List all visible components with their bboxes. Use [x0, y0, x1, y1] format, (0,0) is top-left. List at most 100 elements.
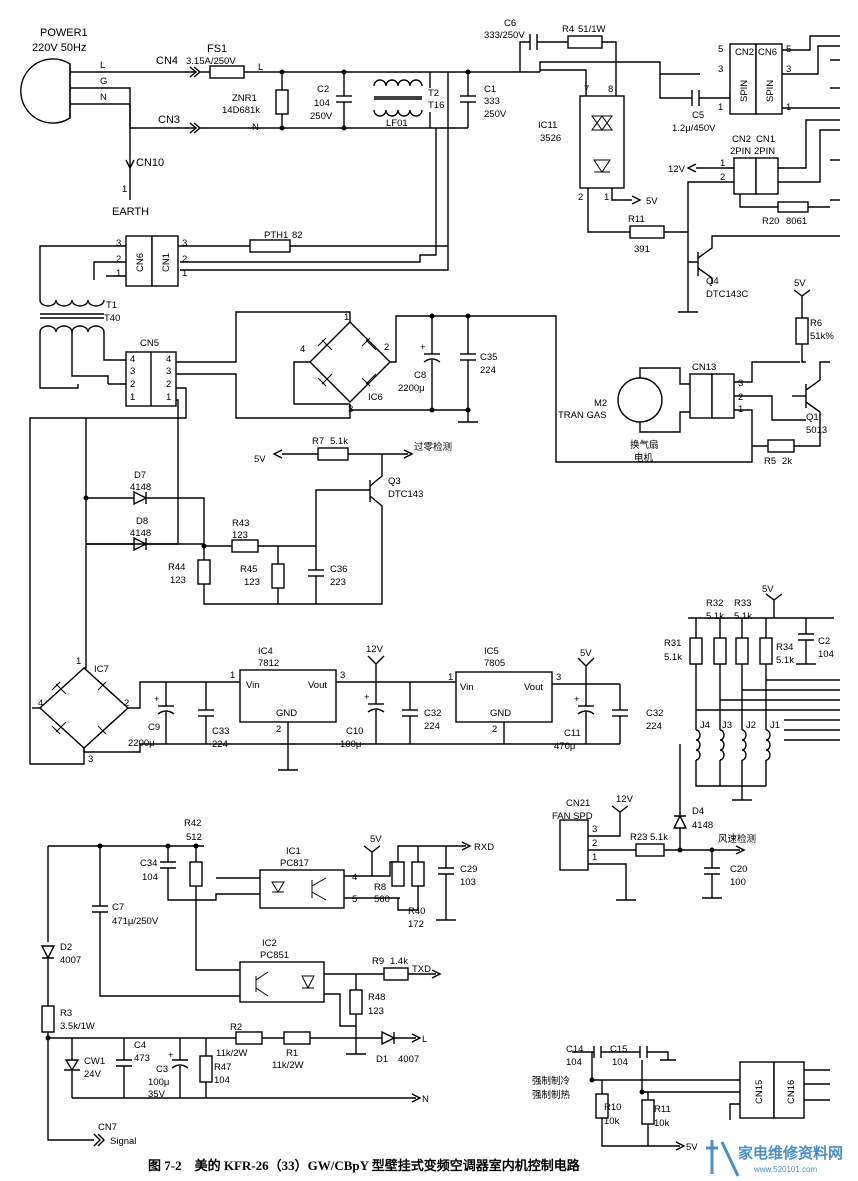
jumpers-5v: 5V [762, 584, 774, 595]
svg-text:3: 3 [718, 64, 723, 75]
cn6a-label: CN6 [758, 47, 777, 58]
r6-ref: R6 [810, 318, 822, 329]
r45-ref: R45 [240, 564, 257, 575]
r40-ref: R40 [408, 906, 425, 917]
q1-ref: Q1 [806, 412, 819, 423]
c36-ref: C36 [330, 564, 347, 575]
ic5-vin: Vin [460, 682, 474, 693]
r44-resistor [197, 559, 211, 585]
cn10-label: CN10 [136, 157, 164, 169]
svg-text:3: 3 [116, 238, 121, 249]
svg-text:2: 2 [738, 392, 743, 403]
t1-ref: T1 [106, 300, 117, 311]
net-L-label: L [258, 62, 263, 73]
c6-value: 333/250V [484, 30, 525, 41]
c32a-ref: C32 [424, 708, 441, 719]
r2-resistor [235, 1031, 263, 1045]
r23-value: 5.1k [650, 832, 668, 843]
c1-value: 333 [484, 96, 500, 107]
svg-text:4: 4 [300, 344, 305, 355]
r11-resistor [629, 225, 665, 239]
svg-text:2: 2 [130, 379, 135, 390]
r9-value: 1.4k [390, 956, 408, 967]
svg-text:7: 7 [584, 84, 589, 95]
fs1-ref: FS1 [207, 43, 227, 55]
svg-text:2: 2 [166, 379, 171, 390]
svg-text:3: 3 [340, 670, 345, 681]
ic5-value: 7805 [484, 658, 505, 669]
q1-value: 5013 [806, 425, 827, 436]
r31-value: 5.1k [664, 652, 682, 663]
r2-ref: R2 [230, 1022, 242, 1033]
d4-ref: D4 [692, 806, 704, 817]
cn13-left [689, 373, 713, 419]
t2-value: T16 [428, 100, 444, 111]
m2-ref: M2 [594, 398, 607, 409]
svg-text:2: 2 [492, 724, 497, 735]
r10-ref: R10 [604, 1102, 621, 1113]
j4-label: J4 [700, 720, 710, 731]
d8-ref: D8 [136, 516, 148, 527]
cw1-value: 24V [84, 1069, 102, 1080]
ic11-value: 3526 [540, 133, 561, 144]
ic4-vout: Vout [308, 680, 327, 691]
c5-ref: C5 [692, 110, 704, 121]
svg-text:4: 4 [130, 354, 135, 365]
r45-resistor [271, 563, 285, 589]
signal-label: Signal [110, 1136, 136, 1147]
svg-text:3: 3 [166, 366, 171, 377]
d4-value: 4148 [692, 820, 713, 831]
cn4-label: CN4 [156, 55, 178, 67]
svg-text:2: 2 [578, 192, 583, 203]
net-N-bottom: N [422, 1094, 429, 1105]
cn21-ref: CN21 [566, 798, 590, 809]
svg-text:3: 3 [738, 378, 743, 389]
svg-text:5: 5 [352, 894, 357, 905]
svg-text:3: 3 [556, 672, 561, 683]
cn6b-label: CN6 [135, 253, 146, 272]
r9-resistor [383, 967, 409, 981]
pin2-label-a: 2PIN [730, 146, 751, 157]
r32-value: 5.1k [706, 611, 724, 622]
c1-ref: C1 [484, 84, 496, 95]
svg-text:2: 2 [124, 698, 129, 709]
cn3-label: CN3 [158, 114, 180, 126]
pth1-value: 82 [292, 230, 303, 241]
svg-text:8: 8 [608, 84, 613, 95]
r42-resistor [189, 861, 203, 887]
r34-resistor [759, 637, 773, 665]
q3-value: DTC143 [388, 489, 423, 500]
fan-speed-label: 风速检测 [718, 833, 756, 845]
ic1-ref: IC1 [286, 846, 301, 857]
cn16-connector [773, 1061, 805, 1119]
ic4-value: 7812 [258, 658, 279, 669]
r43-resistor [231, 539, 259, 553]
c15-value: 104 [612, 1057, 628, 1068]
svg-text:1: 1 [230, 670, 235, 681]
svg-text:+: + [420, 342, 426, 353]
watermark: 家电维修资料网 www.520101.com [706, 1140, 843, 1177]
t1-transformer [39, 299, 105, 333]
ic4-gnd: GND [276, 708, 297, 719]
cn21-12v: 12V [616, 794, 634, 805]
svg-text:1: 1 [592, 852, 597, 863]
r3-resistor [41, 1005, 55, 1033]
cn21-connector [559, 819, 589, 871]
r11b-value: 10k [654, 1118, 670, 1129]
svg-text:4: 4 [166, 354, 171, 365]
pin-N-label: N [100, 92, 107, 103]
d8-value: 4148 [130, 528, 151, 539]
ic4-ref: IC4 [258, 646, 273, 657]
svg-text:1: 1 [448, 672, 453, 683]
c34-ref: C34 [140, 858, 157, 869]
c8-ref: C8 [414, 370, 426, 381]
c33-value: 224 [212, 739, 228, 750]
r47-resistor [199, 1055, 213, 1083]
cn1-connector [151, 235, 179, 287]
spin-label-a: SPIN [739, 80, 750, 102]
c29-value: 103 [460, 877, 476, 888]
r40-value: 172 [408, 919, 424, 930]
znr1-varistor [275, 89, 289, 115]
m2-motor [617, 377, 663, 423]
